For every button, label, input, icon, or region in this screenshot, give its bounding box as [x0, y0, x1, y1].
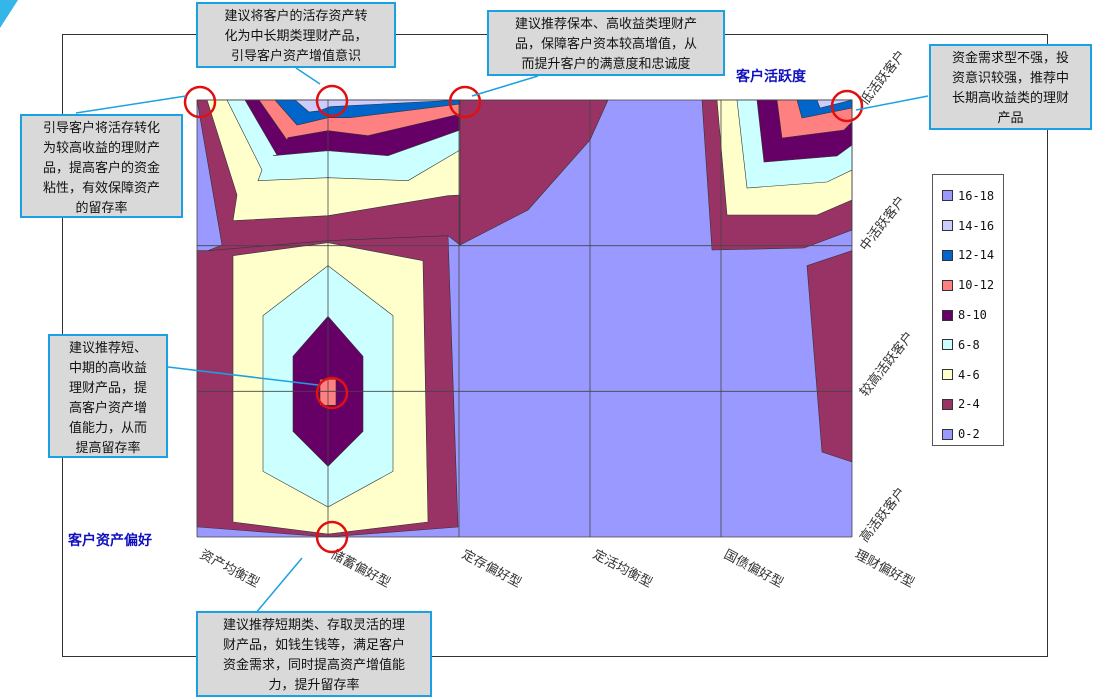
callout-leader-line: [471, 75, 539, 97]
y-tick-label: 低活跃客户: [857, 47, 910, 108]
legend-swatch: [942, 398, 953, 410]
legend-swatch: [942, 279, 953, 291]
callout-left-middle: 建议推荐短、 中期的高收益 理财产品，提 高客户资产增 值能力，从而 提高留存率: [48, 334, 168, 458]
y-tick-label: 较高活跃客户: [857, 328, 918, 399]
legend-label: 8-10: [958, 308, 987, 323]
legend-label: 12-14: [958, 248, 995, 263]
x-tick-label: 定活均衡型: [590, 547, 654, 591]
legend-item: 10-12: [933, 270, 1003, 300]
callout-leader-line: [295, 67, 321, 85]
legend-item: 0-2: [933, 419, 1003, 449]
legend-label: 16-18: [958, 188, 995, 203]
legend-swatch: [942, 309, 953, 321]
legend-swatch: [942, 339, 953, 351]
legend-label: 14-16: [958, 218, 995, 233]
y-axis-title: 客户活跃度: [736, 69, 806, 85]
highlight-circle: [830, 89, 864, 123]
y-tick-label: 中活跃客户: [857, 193, 910, 254]
callout-left-upper: 引导客户将活存转化 为较高收益的理财产 品，提高客户的资金 粘性，有效保障资产 …: [20, 114, 183, 218]
callout-top-right: 资金需求型不强，投 资意识较强，推荐中 长期高收益类的理财 产品: [929, 44, 1092, 130]
legend-swatch: [942, 220, 953, 232]
legend-item: 4-6: [933, 360, 1003, 390]
x-tick-label: 理财偏好型: [852, 547, 916, 591]
callout-leader-line: [855, 95, 929, 111]
legend-swatch: [942, 428, 953, 440]
legend-label: 6-8: [958, 337, 980, 352]
x-tick-label: 国债偏好型: [721, 547, 785, 591]
highlight-circle: [448, 85, 482, 119]
callout-leader-line: [75, 95, 187, 114]
legend-swatch: [942, 190, 953, 202]
legend-item: 16-18: [933, 181, 1003, 211]
legend-label: 10-12: [958, 278, 995, 293]
callout-leader-line: [167, 366, 319, 386]
x-tick-label: 储蓄偏好型: [328, 547, 392, 591]
legend-label: 4-6: [958, 367, 980, 382]
callout-top-center: 建议将客户的活存资产转 化为中长期类理财产品， 引导客户资产增值意识: [196, 2, 396, 68]
x-tick-label: 定存偏好型: [459, 547, 523, 591]
x-axis-title: 客户资产偏好: [68, 533, 152, 549]
callout-top-right-center: 建议推荐保本、高收益类理财产 品，保障客户资本较高增值，从 而提升客户的满意度和…: [487, 10, 725, 76]
callout-leader-line: [254, 557, 303, 615]
legend-label: 0-2: [958, 427, 980, 442]
legend-item: 6-8: [933, 330, 1003, 360]
corner-accent-shape: [0, 0, 18, 28]
highlight-circle: [315, 520, 349, 554]
y-tick-label: 高活跃客户: [857, 484, 910, 545]
highlight-circle: [183, 85, 217, 119]
callout-bottom: 建议推荐短期类、存取灵活的理 财产品，如钱生钱等，满足客户 资金需求，同时提高资…: [196, 611, 432, 697]
highlight-circle: [315, 84, 349, 118]
legend-label: 2-4: [958, 397, 980, 412]
legend-swatch: [942, 369, 953, 381]
legend: 16-18 14-16 12-14 10-12 8-10 6-8 4-6 2-4 0-2: [932, 174, 1004, 446]
legend-item: 14-16: [933, 211, 1003, 241]
x-tick-label: 资产均衡型: [197, 547, 261, 591]
legend-item: 12-14: [933, 241, 1003, 271]
legend-item: 8-10: [933, 300, 1003, 330]
legend-item: 2-4: [933, 390, 1003, 420]
highlight-circle: [315, 376, 349, 410]
legend-swatch: [942, 249, 953, 261]
